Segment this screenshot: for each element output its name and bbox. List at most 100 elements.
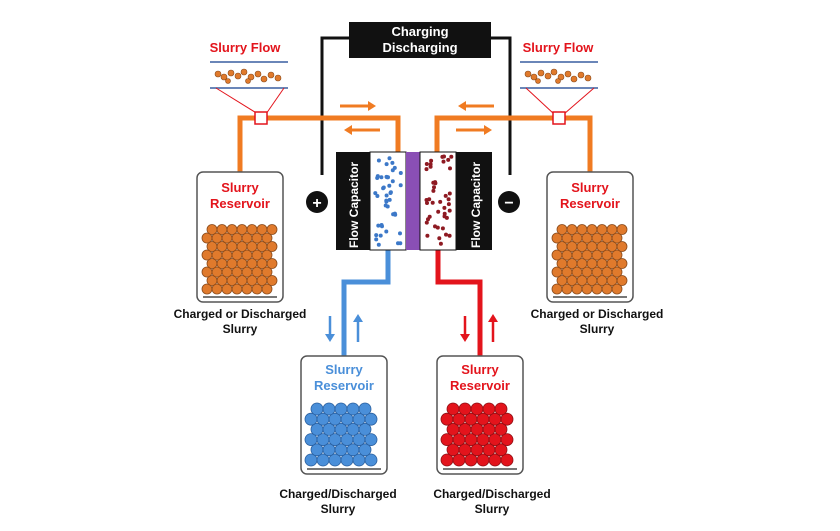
blue-reservoir-caption-2: Slurry bbox=[321, 502, 356, 516]
minus-icon: − bbox=[504, 195, 513, 212]
slurry-particle bbox=[261, 232, 273, 244]
slurry-particle bbox=[261, 266, 273, 278]
orange-flow-arrows bbox=[340, 101, 494, 135]
slurry-particle bbox=[216, 224, 228, 235]
blue-reservoir-title-2: Reservoir bbox=[314, 378, 374, 393]
cell-particle bbox=[387, 156, 392, 161]
slurry-particle bbox=[566, 224, 578, 235]
negative-terminal: − bbox=[498, 191, 520, 213]
cell-particle bbox=[425, 201, 429, 205]
cell-particle bbox=[437, 236, 442, 241]
red-reservoir-title-2: Reservoir bbox=[450, 378, 510, 393]
blue-reservoir: Slurry Reservoir bbox=[300, 355, 388, 475]
cell-particle bbox=[428, 164, 433, 169]
left-reservoir-title-2: Reservoir bbox=[210, 196, 270, 211]
cell-particle bbox=[446, 157, 451, 162]
red-reservoir-title-1: Slurry bbox=[461, 362, 499, 377]
cell-particle bbox=[433, 180, 438, 185]
cell-particle bbox=[388, 190, 393, 195]
right-reservoir-title-2: Reservoir bbox=[560, 196, 620, 211]
cell-particle bbox=[384, 229, 389, 234]
power-box-line2: Discharging bbox=[382, 40, 457, 55]
slurry-particle bbox=[596, 224, 608, 235]
slurry-particle bbox=[266, 258, 278, 269]
red-reservoir-particles bbox=[440, 402, 514, 467]
slurry-particle bbox=[346, 402, 360, 416]
blue-reservoir-title-1: Slurry bbox=[325, 362, 363, 377]
slurry-particles-icon bbox=[214, 68, 282, 84]
right-cell-label: Flow Capacitor bbox=[469, 162, 483, 248]
slurry-particle bbox=[310, 402, 324, 416]
arrow-down-icon bbox=[325, 334, 335, 342]
slurry-particle bbox=[576, 224, 588, 235]
red-flow-arrows bbox=[460, 314, 498, 342]
right-reservoir-particles bbox=[551, 224, 628, 295]
cell-particle bbox=[398, 171, 403, 175]
slurry-particle bbox=[206, 224, 218, 235]
slurry-particle bbox=[470, 402, 484, 416]
cell-particle bbox=[392, 165, 397, 170]
arrow-up-icon bbox=[488, 314, 498, 322]
arrow-left-icon bbox=[344, 125, 352, 135]
anode-particles bbox=[373, 156, 403, 247]
cell-particle bbox=[390, 160, 395, 165]
slurry-particle bbox=[358, 422, 372, 436]
left-cell-label: Flow Capacitor bbox=[347, 162, 361, 248]
slurry-particle bbox=[446, 402, 460, 416]
cell-particle bbox=[384, 198, 389, 203]
cell-particle bbox=[438, 199, 443, 204]
slurry-particle bbox=[226, 224, 238, 235]
cell-particle bbox=[379, 175, 384, 180]
left-slurry-flow-inset: Slurry Flow bbox=[210, 40, 288, 125]
slurry-particle bbox=[611, 266, 623, 278]
cell-particle bbox=[383, 203, 388, 208]
slurry-particle bbox=[616, 275, 628, 286]
cell-particle bbox=[438, 241, 443, 246]
left-slurry-flow-label: Slurry Flow bbox=[210, 40, 282, 55]
slurry-particle bbox=[364, 453, 378, 467]
power-supply-box: Charging Discharging bbox=[349, 22, 491, 58]
cell-particle bbox=[390, 179, 395, 184]
cell-particle bbox=[449, 154, 454, 159]
right-reservoir: Slurry Reservoir bbox=[546, 171, 634, 303]
slurry-particle bbox=[611, 283, 623, 295]
slurry-particle bbox=[611, 249, 623, 261]
orange-pipes bbox=[237, 115, 593, 172]
cell-particle bbox=[387, 197, 392, 202]
cell-particle bbox=[398, 183, 403, 188]
cell-particle bbox=[385, 175, 390, 180]
right-slurry-flow-label: Slurry Flow bbox=[523, 40, 595, 55]
slurry-particle bbox=[322, 402, 336, 416]
cell-particle bbox=[375, 174, 380, 179]
cell-particle bbox=[376, 223, 381, 228]
slurry-particle bbox=[261, 283, 273, 295]
positive-terminal: + bbox=[306, 191, 328, 213]
slurry-particle bbox=[616, 258, 628, 269]
cell-particle bbox=[424, 167, 429, 172]
right-reservoir-caption-1: Charged or Discharged bbox=[531, 307, 664, 321]
left-reservoir-title-1: Slurry bbox=[221, 180, 259, 195]
cell-particle bbox=[374, 233, 379, 238]
cathode-particles bbox=[424, 154, 454, 246]
power-box-line1: Charging bbox=[391, 24, 448, 39]
cell-particle bbox=[442, 154, 446, 159]
slurry-particle bbox=[586, 224, 598, 235]
right-slurry-flow-inset: Slurry Flow bbox=[520, 40, 598, 125]
cell-particle bbox=[446, 202, 451, 207]
cell-particle bbox=[435, 225, 440, 230]
cell-particle bbox=[447, 191, 452, 196]
cell-particle bbox=[436, 209, 441, 214]
blue-flow-arrows bbox=[325, 314, 363, 342]
slurry-particle bbox=[494, 422, 508, 436]
cell-particle bbox=[446, 197, 451, 202]
cell-particle bbox=[379, 223, 384, 227]
red-reservoir-caption-1: Charged/Discharged bbox=[433, 487, 550, 501]
slurry-particle bbox=[236, 224, 248, 235]
cell-particle bbox=[374, 237, 379, 242]
cell-particle bbox=[392, 211, 397, 216]
cell-particle bbox=[398, 231, 402, 236]
cell-particle bbox=[424, 162, 429, 166]
cell-particle bbox=[425, 233, 430, 238]
flow-capacitor-cell: Flow Capacitor Flow Capacitor bbox=[336, 151, 492, 251]
red-reservoir-caption-2: Slurry bbox=[475, 502, 510, 516]
